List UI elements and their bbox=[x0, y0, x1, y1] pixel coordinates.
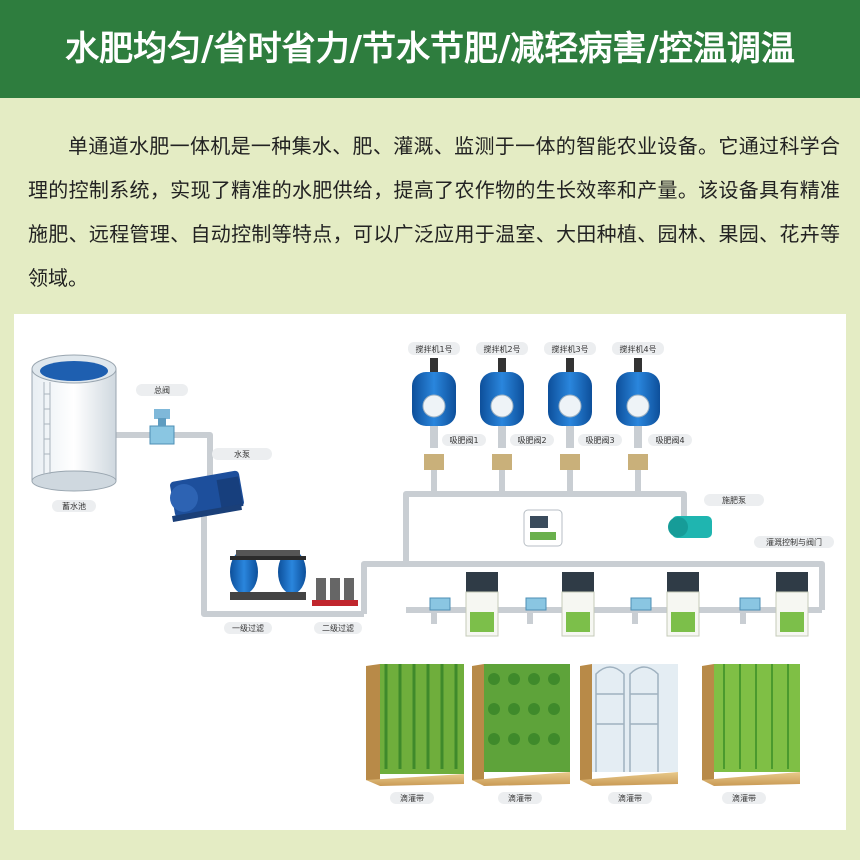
field-plot bbox=[366, 664, 464, 786]
main-valve-label-pill bbox=[136, 384, 188, 396]
tank-label-pill bbox=[52, 500, 96, 512]
suction-valve-label-4: 吸肥阀4 bbox=[655, 436, 684, 445]
field-controller bbox=[739, 572, 809, 637]
fert-pump-label-pill bbox=[704, 494, 764, 506]
intro-paragraph: 单通道水肥一体机是一种集水、肥、灌溉、监测于一体的智能农业设备。它通过科学合理的… bbox=[28, 134, 840, 290]
mixer-label-1: 搅拌机1号 bbox=[415, 344, 452, 354]
greenhouse-plot bbox=[580, 664, 678, 786]
system-diagram-panel: 蓄水池 总阀 水泵 一级过滤 二级过滤 bbox=[14, 314, 846, 830]
mixer-tank bbox=[544, 342, 596, 470]
pump-label-pill bbox=[212, 448, 272, 460]
field-controller bbox=[525, 572, 595, 637]
filter1-label: 一级过滤 bbox=[232, 623, 264, 633]
irrigation-valve-label-pill bbox=[754, 536, 834, 548]
primary-filter bbox=[230, 550, 306, 600]
field-plot bbox=[702, 664, 800, 786]
filter2-label-pill bbox=[314, 622, 362, 634]
suction-valve-label-1: 吸肥阀1 bbox=[449, 436, 478, 445]
mixer-label-2: 搅拌机2号 bbox=[483, 344, 520, 354]
mixer-group bbox=[408, 342, 664, 470]
suction-valve-label-3: 吸肥阀3 bbox=[585, 436, 614, 445]
field-controller bbox=[630, 572, 700, 637]
tank-label: 蓄水池 bbox=[62, 501, 86, 511]
control-unit bbox=[523, 509, 563, 547]
header-banner: 水肥均匀/省时省力/节水节肥/减轻病害/控温调温 bbox=[0, 0, 860, 98]
fertilizer-pump bbox=[668, 516, 712, 538]
mixer-tank bbox=[408, 342, 460, 470]
water-pump bbox=[170, 470, 244, 523]
field-plot bbox=[472, 664, 570, 786]
water-tank bbox=[31, 354, 117, 492]
mixer-label-3: 搅拌机3号 bbox=[551, 344, 588, 354]
drip-line-label-1: 滴灌带 bbox=[400, 793, 424, 803]
mixer-label-4: 搅拌机4号 bbox=[619, 344, 656, 354]
filter2-label: 二级过滤 bbox=[322, 623, 354, 633]
page-title: 水肥均匀/省时省力/节水节肥/减轻病害/控温调温 bbox=[65, 29, 795, 69]
system-diagram: 蓄水池 总阀 水泵 一级过滤 二级过滤 bbox=[31, 342, 834, 804]
filter1-label-pill bbox=[224, 622, 272, 634]
fert-pump-label: 施肥泵 bbox=[722, 495, 746, 505]
suction-valve-label-pills bbox=[442, 434, 692, 446]
drip-line-label-4: 滴灌带 bbox=[732, 793, 756, 803]
main-valve bbox=[149, 409, 175, 445]
mixer-tank bbox=[612, 342, 664, 470]
irrigation-valve-label: 灌溉控制与阀门 bbox=[766, 537, 822, 547]
drip-line-label-3: 滴灌带 bbox=[618, 793, 642, 803]
suction-valve-label-2: 吸肥阀2 bbox=[517, 436, 546, 445]
field-controller bbox=[429, 572, 499, 637]
main-valve-label: 总阀 bbox=[154, 385, 170, 395]
drip-line-label-2: 滴灌带 bbox=[508, 793, 532, 803]
secondary-filter bbox=[312, 578, 358, 606]
field-controller-group bbox=[429, 572, 809, 637]
mixer-tank bbox=[476, 342, 528, 470]
drip-label-pills bbox=[390, 792, 766, 804]
pump-label: 水泵 bbox=[234, 449, 250, 459]
